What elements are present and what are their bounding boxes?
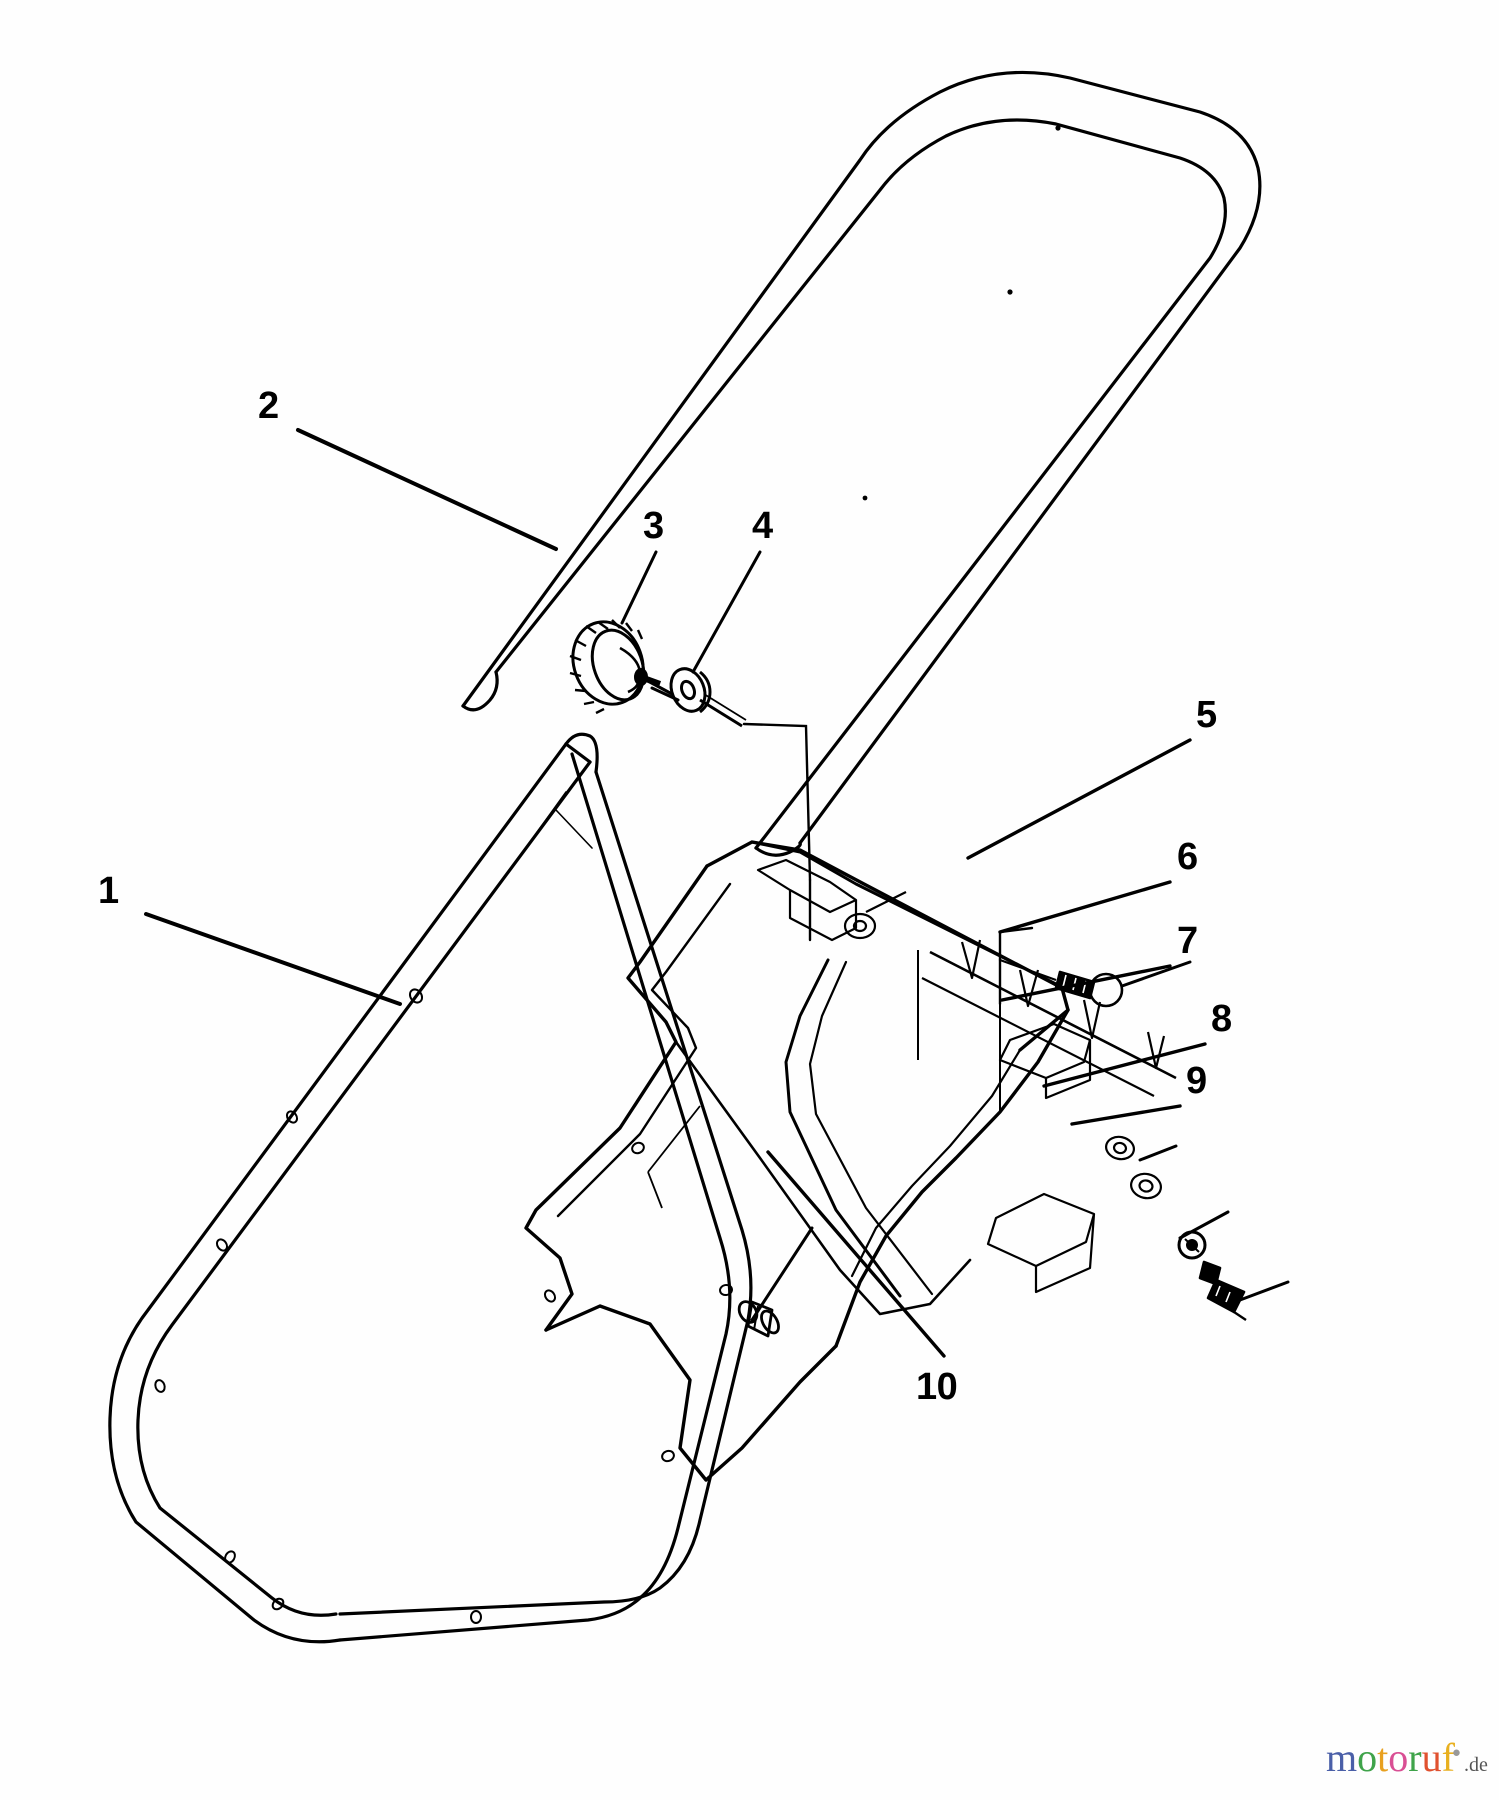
logo-accent-dot: ● [1451,1745,1461,1761]
callout-label-3: 3 [643,505,664,547]
callout-label-10: 10 [916,1366,958,1408]
part-handle-housing-cover [524,840,1070,1482]
leader-6 [998,880,1172,934]
leader-4 [691,550,762,674]
part-screw-shoulder [999,958,1124,1008]
callout-label-4: 4 [752,505,773,547]
callout-label-5: 5 [1196,694,1217,736]
leader-7 [1000,964,1172,1002]
logo-letter-o1: o [1357,1735,1378,1780]
callout-label-2: 2 [258,385,279,427]
part-knob-knurled [569,619,662,715]
logo-letter-u: u [1421,1735,1442,1780]
callout-label-1: 1 [98,870,119,912]
logo-tld: .de [1463,1754,1488,1776]
leader-8 [1042,1042,1207,1088]
callout-leader-lines [144,428,1207,1358]
leader-10 [766,1150,946,1358]
leader-9 [1070,1104,1182,1126]
motoruf-watermark-logo: motoruf●.de [1326,1738,1488,1778]
leader-2 [296,428,558,551]
part-bracket-retainer [808,878,1034,1006]
callout-leader-extensions [750,960,1290,1322]
part-washer-flat [669,667,747,728]
part-screw-self-tapping [1198,1260,1247,1321]
callout-label-9: 9 [1186,1060,1207,1102]
callout-label-8: 8 [1211,998,1232,1040]
logo-letter-t: t [1377,1735,1389,1780]
part-bushing-cable-grommet [737,1300,780,1338]
logo-letter-f: f [1441,1735,1455,1780]
logo-letter-m: m [1326,1735,1358,1780]
leader-5 [966,738,1192,860]
callout-label-6: 6 [1177,836,1198,878]
part-upper-handle-frame [461,70,1262,857]
logo-letter-o2: o [1388,1735,1409,1780]
part-lower-handle-frame [108,732,753,1644]
leader-3 [620,550,658,625]
callout-label-7: 7 [1177,920,1198,962]
housing-internal-detail [647,858,1177,1294]
part-connector-rod [742,722,812,882]
logo-letter-r: r [1408,1735,1422,1780]
leader-1 [144,912,402,1006]
